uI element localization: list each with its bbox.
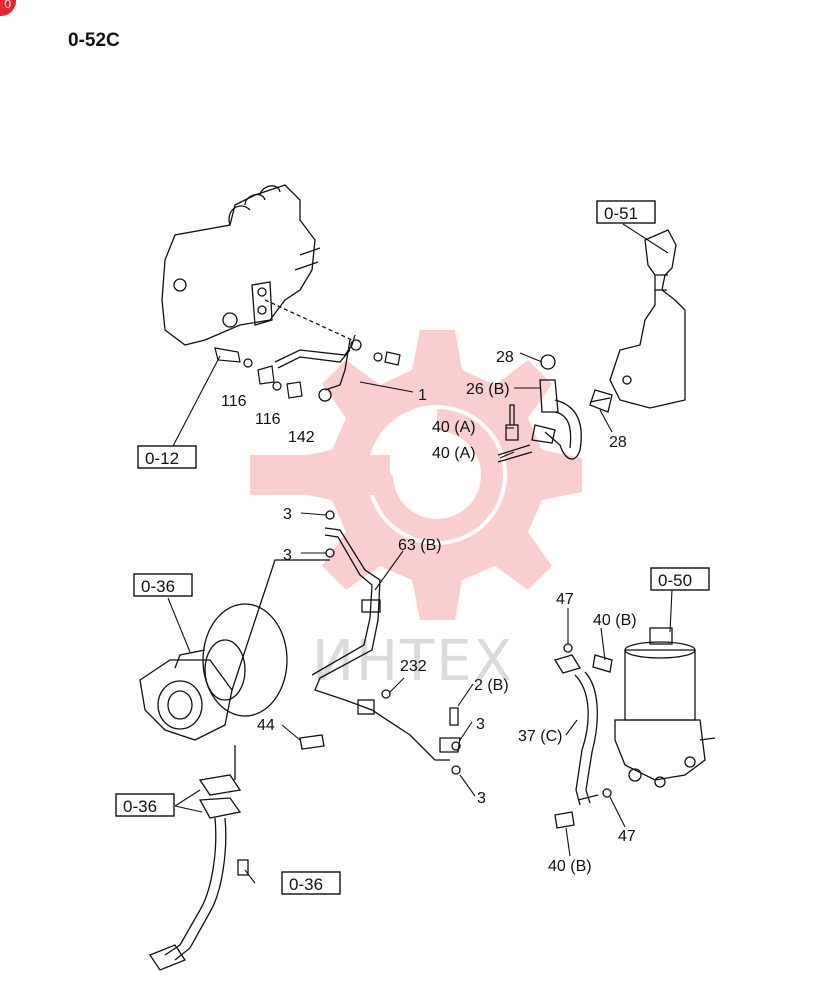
part-label-116: 116 [255, 411, 281, 428]
ref-box-0-50: 0-50 [650, 567, 710, 591]
injection-pump-drawing [589, 229, 686, 413]
svg-text:0-36: 0-36 [141, 577, 175, 596]
part-label-40b: 40 (B) [548, 858, 592, 875]
ref-box-0-12: 0-12 [137, 445, 197, 469]
engine-block-drawing [161, 184, 321, 346]
part-label-28: 28 [609, 434, 627, 451]
part-label-44: 44 [257, 717, 275, 734]
part-label-2b: 2 (B) [474, 677, 509, 694]
drain-pipe [149, 745, 249, 971]
page-code: 0-52C [68, 30, 120, 51]
leader-lines [167, 223, 673, 884]
watermark-text: ИНТЕХ [312, 629, 514, 694]
ref-box-0-36-mid: 0-36 [115, 793, 175, 817]
part-label-3: 3 [283, 547, 292, 564]
feed-pipe [264, 299, 362, 402]
fuel-pipe-37c [554, 643, 613, 829]
ref-box-0-36-bot: 0-36 [281, 871, 341, 895]
part-label-37c: 37 (C) [518, 728, 562, 745]
return-pipe [497, 354, 611, 463]
part-label-1: 1 [418, 387, 427, 404]
part-label-28: 28 [496, 349, 514, 366]
part-label-3: 3 [477, 790, 486, 807]
part-label-47: 47 [618, 828, 636, 845]
svg-text:0-36: 0-36 [289, 875, 323, 894]
ref-box-0-36-top: 0-36 [133, 573, 193, 597]
part-label-3: 3 [476, 716, 485, 733]
oil-pipe-63b [299, 510, 461, 775]
ref-box-0-51: 0-51 [596, 200, 656, 224]
part-label-232: 232 [400, 658, 427, 675]
svg-text:0-51: 0-51 [604, 204, 638, 223]
part-label-40a: 40 (A) [432, 419, 476, 436]
part-label-40a: 40 (A) [432, 445, 476, 462]
small-fittings [214, 347, 401, 399]
part-label-26b: 26 (B) [466, 381, 510, 398]
part-label-47: 47 [556, 591, 574, 608]
part-label-142: 142 [288, 429, 315, 446]
fuel-filter-drawing [614, 627, 716, 788]
part-label-40b: 40 (B) [593, 612, 637, 629]
svg-text:0-12: 0-12 [145, 449, 179, 468]
svg-text:0-50: 0-50 [658, 571, 692, 590]
svg-text:0-36: 0-36 [123, 797, 157, 816]
part-label-63b: 63 (B) [398, 537, 442, 554]
turbocharger-drawing [139, 559, 330, 741]
part-label-116: 116 [221, 393, 247, 410]
part-label-3: 3 [283, 506, 292, 523]
watermark-gear-icon [250, 330, 582, 620]
